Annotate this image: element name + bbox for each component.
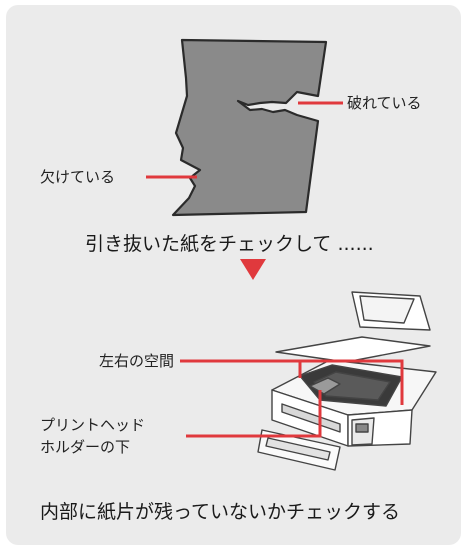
step2-caption: 内部に紙片が残っていないかチェックする: [40, 501, 401, 523]
printer-illustration: [257, 291, 437, 471]
holder-label-line2: ホルダーの下: [40, 438, 131, 456]
step1-caption: 引き抜いた紙をチェックして ......: [85, 233, 374, 255]
holder-leader-line: [186, 390, 322, 438]
missing-label: 欠けている: [40, 168, 116, 186]
down-arrow-icon: [240, 259, 266, 280]
damaged-paper-illustration: [171, 38, 328, 217]
space-leader-line: [180, 359, 404, 405]
holder-label-line1: プリントヘッド: [40, 416, 146, 434]
torn-label: 破れている: [347, 94, 422, 112]
space-label: 左右の空間: [99, 352, 175, 370]
